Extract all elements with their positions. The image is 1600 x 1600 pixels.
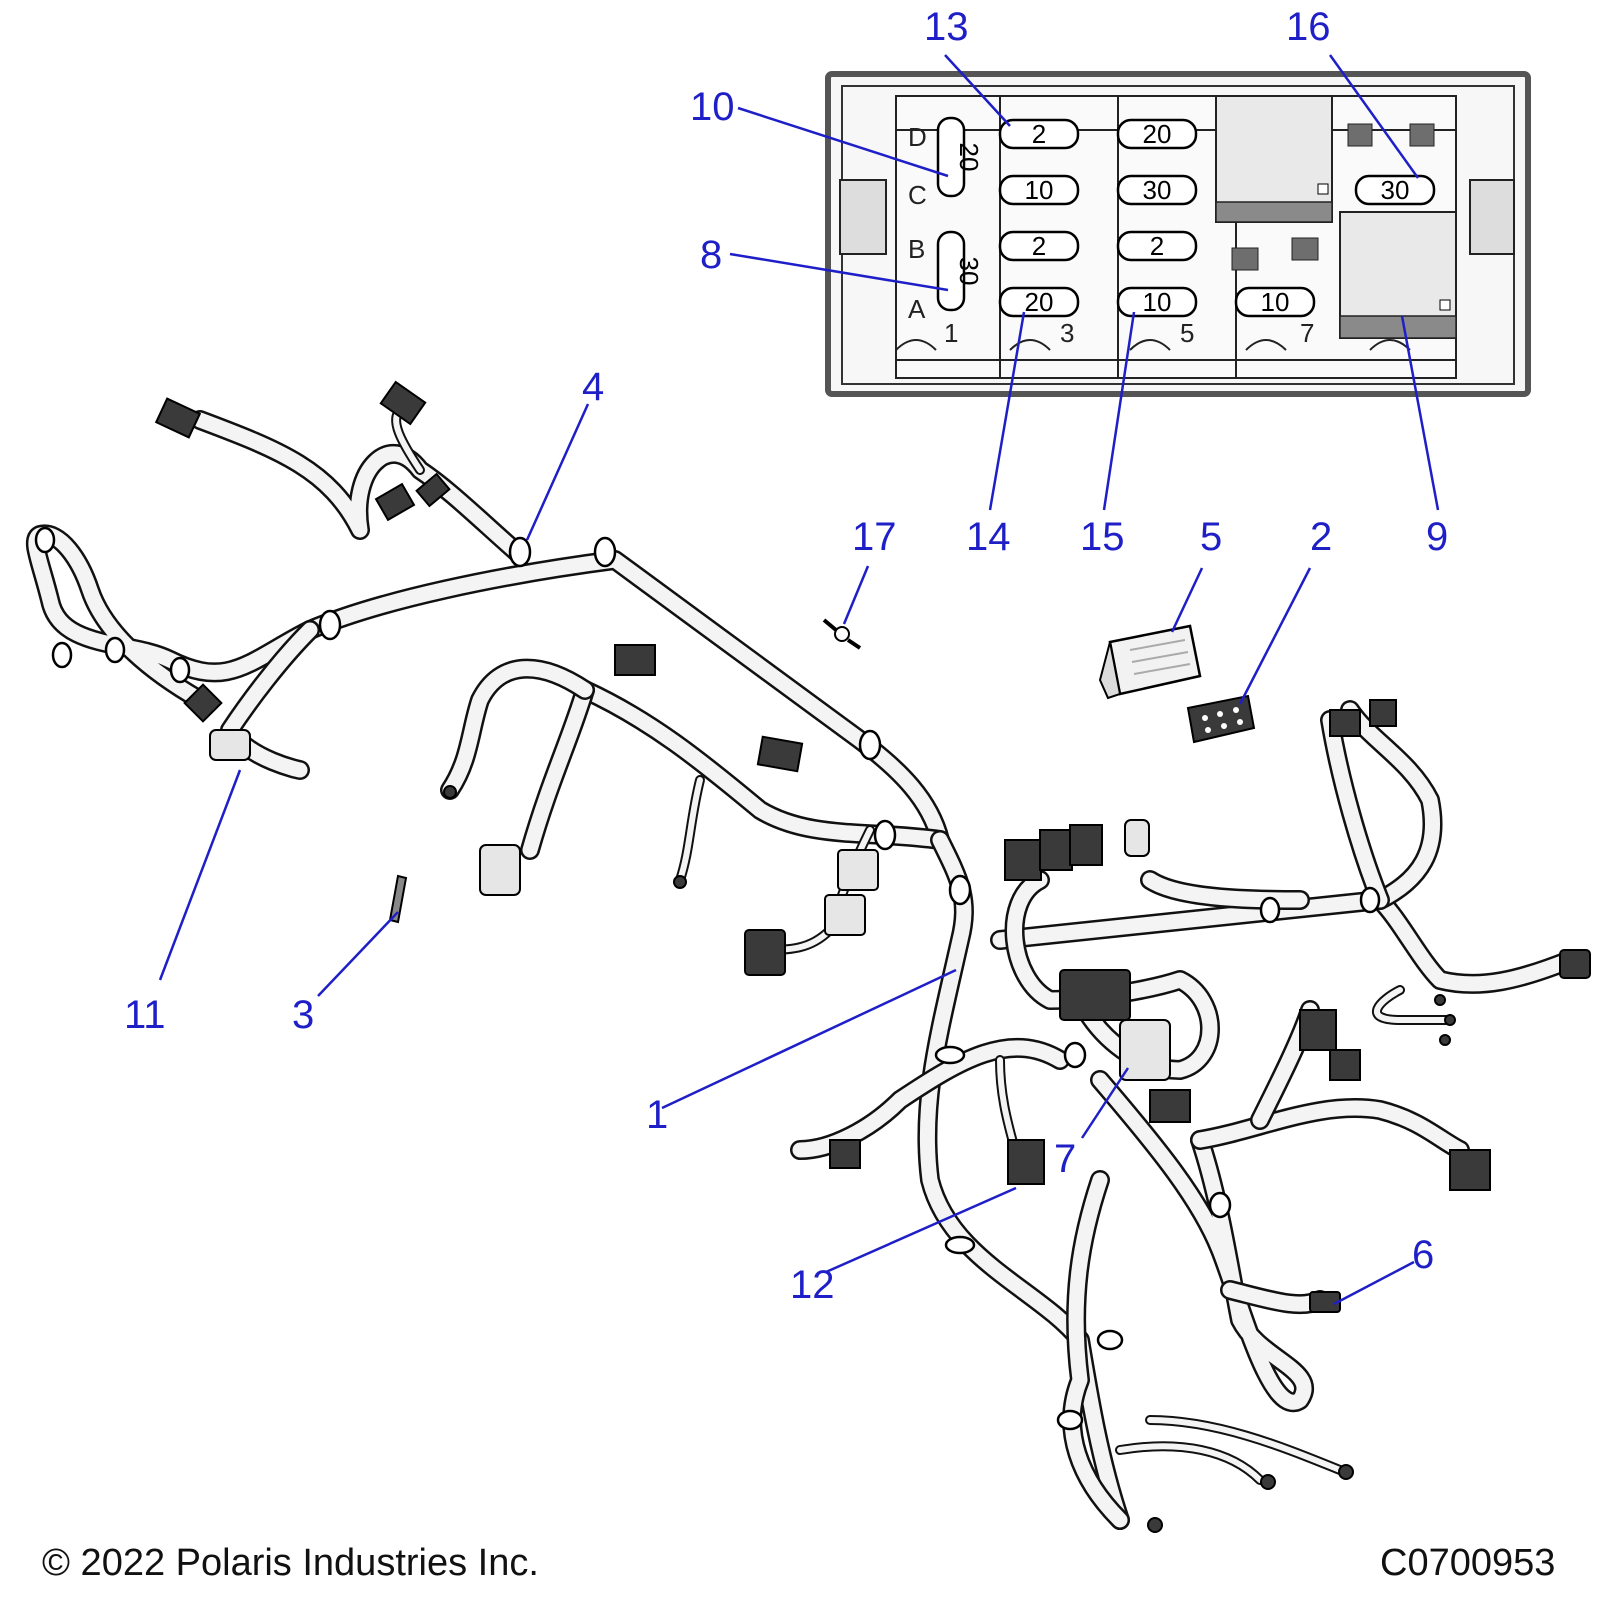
callout-13: 13 [924,5,969,49]
fuse-row2-middle: 30 [1116,174,1198,206]
callout-9: 9 [1426,515,1448,559]
fuse-row3-left-rating: 2 [1032,231,1046,261]
fuse-row2-right: 30 [1354,174,1436,206]
leader-2 [1238,567,1312,705]
fuse-row3-right: 2 [1116,230,1198,262]
fuse-slot-a-label: A [908,294,926,324]
leader-8 [729,252,949,292]
fuse-row1-right: 20 [1116,118,1198,150]
callout-10: 10 [690,85,735,129]
callout-16: 16 [1286,5,1331,49]
harness-clips [34,526,1381,1431]
fuse-slot-c-label: C [908,180,927,210]
leader-14 [988,311,1026,511]
leader-5 [1170,567,1204,633]
callout-8: 8 [700,233,722,277]
leader-4 [525,403,590,541]
main-wiring-harness [25,405,1580,1530]
leader-17 [842,565,870,625]
callout-12: 12 [790,1263,835,1307]
fuse-box: D C B A 20 30 2 20 10 30 [825,71,1531,397]
callout-3: 3 [292,993,314,1037]
fuse-row3-left: 2 [998,230,1080,262]
fuse-row4-middle-rating: 10 [1143,287,1172,317]
fuse-row2-left: 10 [998,174,1080,206]
fuse-row4-right: 10 [1234,286,1316,318]
leader-16 [1328,54,1420,179]
callout-17: 17 [852,515,897,559]
fuse-box-terminal [1291,237,1319,261]
callout-15: 15 [1080,515,1125,559]
fuse-box-terminal [1347,123,1373,147]
callout-5: 5 [1200,515,1222,559]
callout-leaders [158,54,1440,1306]
relay-upper [1215,95,1333,223]
callout-1: 1 [646,1093,668,1137]
fuse-row4-right-rating: 10 [1261,287,1290,317]
fuse-row2-right-rating: 30 [1381,175,1410,205]
leader-6 [1333,1260,1415,1306]
leader-11 [158,769,242,981]
fuse-position-5: 5 [1180,318,1194,348]
callout-2: 2 [1310,515,1332,559]
fuse-row3-right-rating: 2 [1150,231,1164,261]
fuse-position-1: 1 [944,318,958,348]
fuse-position-7: 7 [1300,318,1314,348]
fuse-row2-left-rating: 10 [1025,175,1054,205]
copyright-notice: © 2022 Polaris Industries Inc. [42,1542,539,1584]
loose-parts [388,618,1256,924]
fuse-slot-b-label: B [908,234,925,264]
diagram-code: C0700953 [1380,1542,1556,1584]
fuse-vertical-lower-rating: 30 [954,257,984,286]
leader-9 [1400,315,1440,511]
fuse-row1-right-rating: 20 [1143,119,1172,149]
fuse-row4-left-rating: 20 [1025,287,1054,317]
callout-7: 7 [1054,1137,1076,1181]
leader-3 [317,911,399,997]
fuse-row4-middle: 10 [1116,286,1198,318]
callout-numbers: 13 16 10 8 4 17 14 15 5 2 9 11 3 1 7 12 … [124,5,1448,1307]
fuse-vertical-upper: 20 [936,116,984,198]
fuse-position-3: 3 [1060,318,1074,348]
leader-1 [661,968,957,1110]
callout-6: 6 [1412,1233,1434,1277]
fuse-row4-left: 20 [998,286,1080,318]
leader-13 [944,54,1011,127]
callout-4: 4 [582,365,604,409]
leader-10 [737,106,949,178]
leader-7 [1080,1067,1130,1139]
leader-12 [825,1186,1017,1274]
fuse-row1-left: 2 [998,118,1080,150]
fuse-box-terminal [1231,247,1259,271]
fuse-row2-middle-rating: 30 [1143,175,1172,205]
callout-11: 11 [124,993,166,1037]
relay-lower [1339,211,1457,339]
callout-14: 14 [966,515,1011,559]
fuse-slot-d-label: D [908,122,927,152]
fuse-vertical-upper-rating: 20 [954,143,984,172]
fuse-box-terminal [1409,123,1435,147]
harness-connectors [154,380,1591,1533]
leader-15 [1102,311,1136,511]
fuse-row1-left-rating: 2 [1032,119,1046,149]
